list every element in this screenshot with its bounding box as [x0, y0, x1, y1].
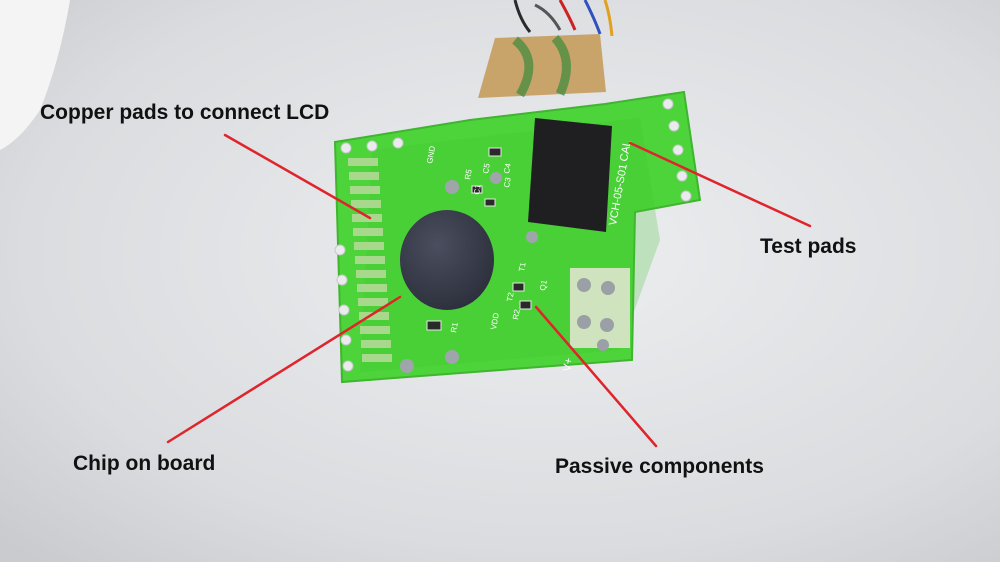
silk-t2: T2 — [505, 291, 516, 302]
pointer-line-chip — [166, 295, 402, 444]
label-test-pads: Test pads — [760, 235, 857, 258]
solder-points — [400, 172, 538, 373]
pointer-line-test-pads — [628, 141, 812, 228]
lcd-copper-pads — [348, 158, 392, 362]
test-pad-area — [570, 268, 630, 351]
silk-c5: C5 — [481, 162, 492, 174]
silk-vdd: VDD — [489, 312, 501, 330]
silk-c1: C1 — [472, 183, 483, 195]
black-foam-component — [528, 118, 612, 232]
silk-cal: CAL — [618, 139, 634, 162]
passive-components — [426, 147, 532, 331]
silk-r5: R5 — [463, 168, 474, 180]
silk-t1: T1 — [517, 261, 528, 272]
label-copper-pads: Copper pads to connect LCD — [40, 101, 330, 124]
silk-r2: R2 — [511, 308, 522, 320]
silk-vplus: V+ — [561, 357, 575, 373]
silk-gnd: GND — [425, 145, 437, 164]
silk-c4: C4 — [502, 162, 513, 174]
flex-cable — [478, 34, 606, 98]
label-passive-components: Passive components — [555, 455, 764, 478]
label-chip-on-board: Chip on board — [73, 452, 216, 475]
pointer-line-copper-pads — [223, 133, 372, 220]
wires — [513, 0, 614, 37]
white-object-top-left — [0, 0, 70, 150]
silk-q1: Q1 — [538, 279, 549, 292]
silk-c3: C3 — [502, 176, 513, 188]
edge-holes — [334, 98, 692, 372]
chip-on-board-blob — [400, 210, 494, 310]
silk-r1: R1 — [449, 321, 460, 333]
pointer-line-passive — [534, 305, 658, 448]
